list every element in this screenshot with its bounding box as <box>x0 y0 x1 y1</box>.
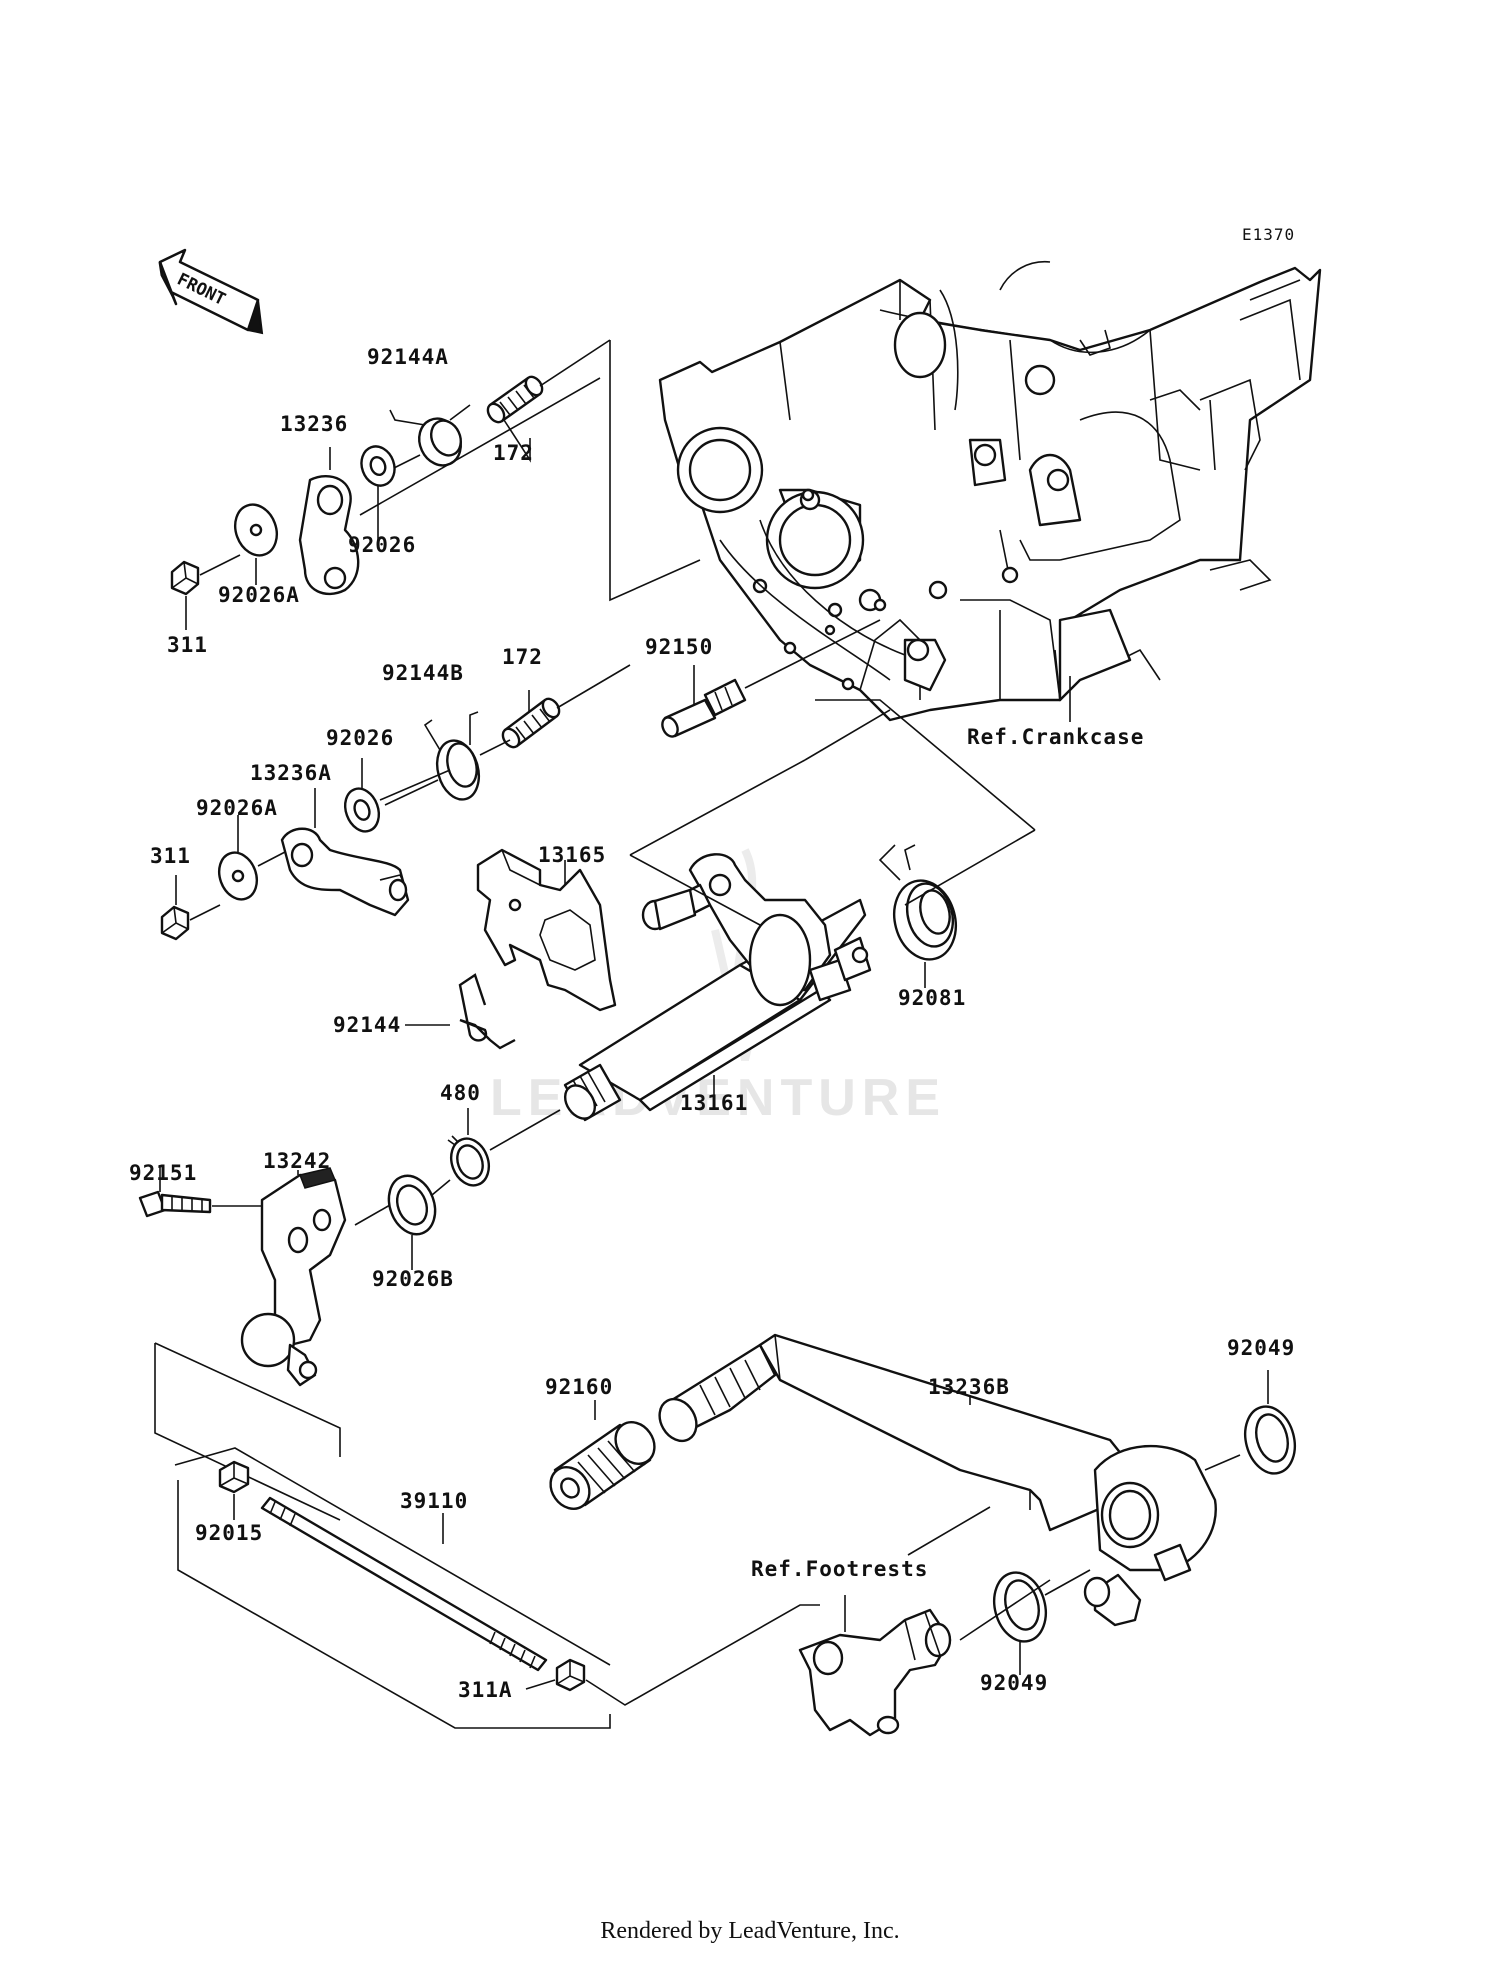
part-92049-washer-upper <box>1244 1405 1296 1475</box>
part-92144A-spring <box>389 404 471 467</box>
part-92150-stud <box>661 678 747 738</box>
label-480: 480 <box>440 1081 481 1105</box>
part-172-pin-mid <box>501 697 561 749</box>
label-92144B: 92144B <box>382 661 464 685</box>
label-92049-lower: 92049 <box>980 1671 1048 1695</box>
label-92026A-mid: 92026A <box>196 796 278 820</box>
part-92026A-washer-mid <box>217 851 259 901</box>
label-92026-upper: 92026 <box>348 533 416 557</box>
part-13165-plate <box>476 848 617 1012</box>
label-92160: 92160 <box>545 1375 613 1399</box>
part-92026-washer-mid <box>343 787 381 833</box>
footrest-bracket <box>798 1608 952 1737</box>
label-13165: 13165 <box>538 843 606 867</box>
label-92151: 92151 <box>129 1161 197 1185</box>
label-311A: 311A <box>458 1678 513 1702</box>
part-92151-bolt <box>138 1190 212 1218</box>
label-13236A: 13236A <box>250 761 332 785</box>
footer-credit: Rendered by LeadVenture, Inc. <box>600 1918 900 1944</box>
label-92026-mid: 92026 <box>326 726 394 750</box>
label-92015: 92015 <box>195 1521 263 1545</box>
part-92026B-washer <box>387 1174 437 1236</box>
part-172-pin-upper <box>486 375 544 424</box>
part-13161-shift-shaft <box>563 853 872 1122</box>
part-92026-washer-upper <box>360 445 396 487</box>
part-92160-pedal-rubber <box>549 1421 656 1510</box>
label-13161: 13161 <box>680 1091 748 1115</box>
front-arrow-icon: FRONT <box>158 248 264 335</box>
label-311-mid: 311 <box>150 844 191 868</box>
part-480-circlip <box>447 1135 491 1187</box>
label-311-upper: 311 <box>167 633 208 657</box>
label-13236B: 13236B <box>928 1375 1010 1399</box>
part-311A-nut <box>555 1658 586 1692</box>
label-13242: 13242 <box>263 1149 331 1173</box>
part-13236-arm <box>298 475 360 596</box>
label-92144: 92144 <box>333 1013 401 1037</box>
part-39110-rod <box>260 1496 548 1672</box>
part-311-nut-mid <box>160 905 190 941</box>
ref-crankcase-label: Ref.Crankcase <box>967 725 1144 749</box>
part-13236A-arm <box>280 827 410 917</box>
label-92150: 92150 <box>645 635 713 659</box>
part-13236B-pedal <box>658 1333 1217 1627</box>
label-172-upper: 172 <box>493 441 534 465</box>
label-13236: 13236 <box>280 412 348 436</box>
part-92144-clip-spring <box>458 973 516 1050</box>
part-311-nut-upper <box>170 560 200 596</box>
part-92026A-washer-upper <box>234 503 278 557</box>
label-92026A-upper: 92026A <box>218 583 300 607</box>
diagram-code: E1370 <box>1242 225 1295 244</box>
part-92015-nut <box>218 1460 250 1494</box>
crankcase <box>658 260 1322 722</box>
part-92144B-spring <box>423 711 481 801</box>
ref-footrests-label: Ref.Footrests <box>751 1557 928 1581</box>
part-13242-lever <box>240 1167 347 1387</box>
part-92049-washer-lower <box>993 1571 1047 1643</box>
part-92081-spring <box>878 844 957 961</box>
label-92144A: 92144A <box>367 345 449 369</box>
label-92049-upper: 92049 <box>1227 1336 1295 1360</box>
label-172-mid: 172 <box>502 645 543 669</box>
label-39110: 39110 <box>400 1489 468 1513</box>
label-92026B: 92026B <box>372 1267 454 1291</box>
label-92081: 92081 <box>898 986 966 1010</box>
